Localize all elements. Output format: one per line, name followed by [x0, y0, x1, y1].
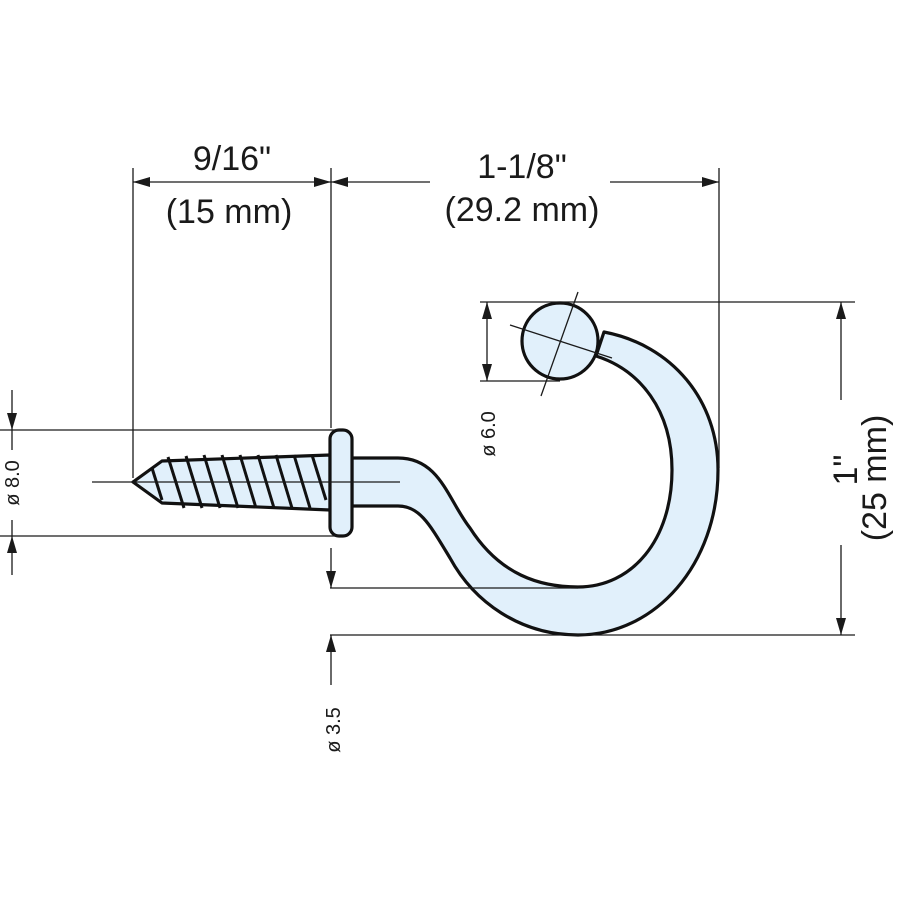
flange-diameter-dimension: [7, 390, 17, 575]
hook-reach-dimension: [331, 177, 719, 187]
center-lines: [92, 291, 613, 483]
hook-reach-metric: (29.2 mm): [445, 191, 600, 229]
flange-diameter-label: ø 8.0: [2, 460, 24, 506]
hook-body: [350, 330, 720, 637]
wire-diameter-dimension: [326, 548, 336, 685]
hook-height-metric: (25 mm): [856, 415, 894, 542]
screw-length-metric: (15 mm): [166, 193, 293, 231]
screw-length-dimension: [133, 177, 331, 187]
wire-diameter-label: ø 3.5: [323, 707, 345, 753]
hook-height-imperial: 1": [827, 455, 865, 486]
extension-lines: [0, 168, 855, 636]
screw-flange: [328, 428, 354, 538]
hook-height-dimension: [836, 302, 846, 635]
ball-diameter-label: ø 6.0: [478, 411, 500, 457]
hook-reach-imperial: 1-1/8": [477, 148, 567, 186]
cup-hook-part: [131, 301, 720, 637]
ball-diameter-dimension: [482, 302, 492, 381]
screw-length-imperial: 9/16": [193, 140, 271, 178]
